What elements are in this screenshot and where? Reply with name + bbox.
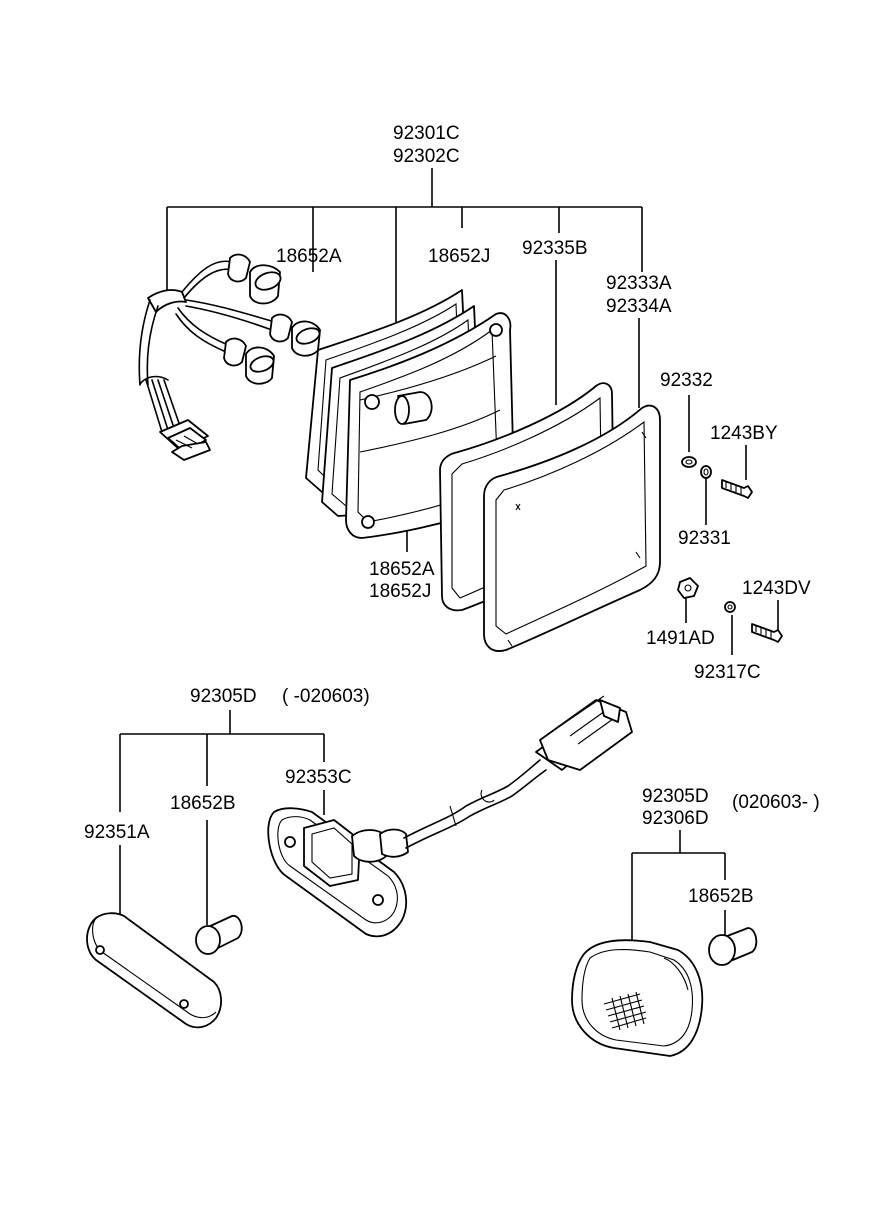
label-92335b: 92335B xyxy=(522,238,588,259)
part-labels: 92301C 92302C 18652A 18652J 92335B 92333… xyxy=(84,123,820,907)
label-18652a-socket: 18652A xyxy=(276,246,342,267)
leader-lines-bottom xyxy=(119,710,726,945)
side-lamp-new xyxy=(571,939,704,1057)
label-92317c: 92317C xyxy=(694,662,761,683)
wire-harness xyxy=(138,253,321,461)
label-18652b-new: 18652B xyxy=(688,886,754,907)
label-1243by: 1243BY xyxy=(710,423,778,444)
bulb-18652b-new xyxy=(708,927,758,966)
label-92351a: 92351A xyxy=(84,822,150,843)
hardware-top-right xyxy=(677,456,783,643)
label-date-old: ( -020603) xyxy=(282,686,370,707)
lens-grid-pattern xyxy=(603,991,647,1031)
label-92334a: 92334A xyxy=(606,296,672,317)
label-18652b-old: 18652B xyxy=(170,793,236,814)
label-18652a-bulb: 18652A xyxy=(369,559,435,580)
bulb-18652b-old xyxy=(195,915,243,955)
label-1491ad: 1491AD xyxy=(646,628,715,649)
side-housing-92353c xyxy=(267,695,633,938)
label-date-new: (020603- ) xyxy=(732,792,820,813)
label-92301c: 92301C xyxy=(393,123,460,144)
lens-92333a xyxy=(483,404,661,652)
label-18652j-bulb: 18652J xyxy=(369,581,431,602)
label-92306d-new: 92306D xyxy=(642,808,709,829)
label-1243dv: 1243DV xyxy=(742,578,811,599)
label-92305d-old: 92305D xyxy=(190,686,257,707)
label-92332: 92332 xyxy=(660,370,713,391)
label-92353c: 92353C xyxy=(285,767,352,788)
label-92331: 92331 xyxy=(678,528,731,549)
side-lens-92351a xyxy=(86,912,222,1029)
label-92305d-new: 92305D xyxy=(642,786,709,807)
label-92302c: 92302C xyxy=(393,146,460,167)
label-92333a: 92333A xyxy=(606,273,672,294)
label-18652j-socket: 18652J xyxy=(428,246,490,267)
